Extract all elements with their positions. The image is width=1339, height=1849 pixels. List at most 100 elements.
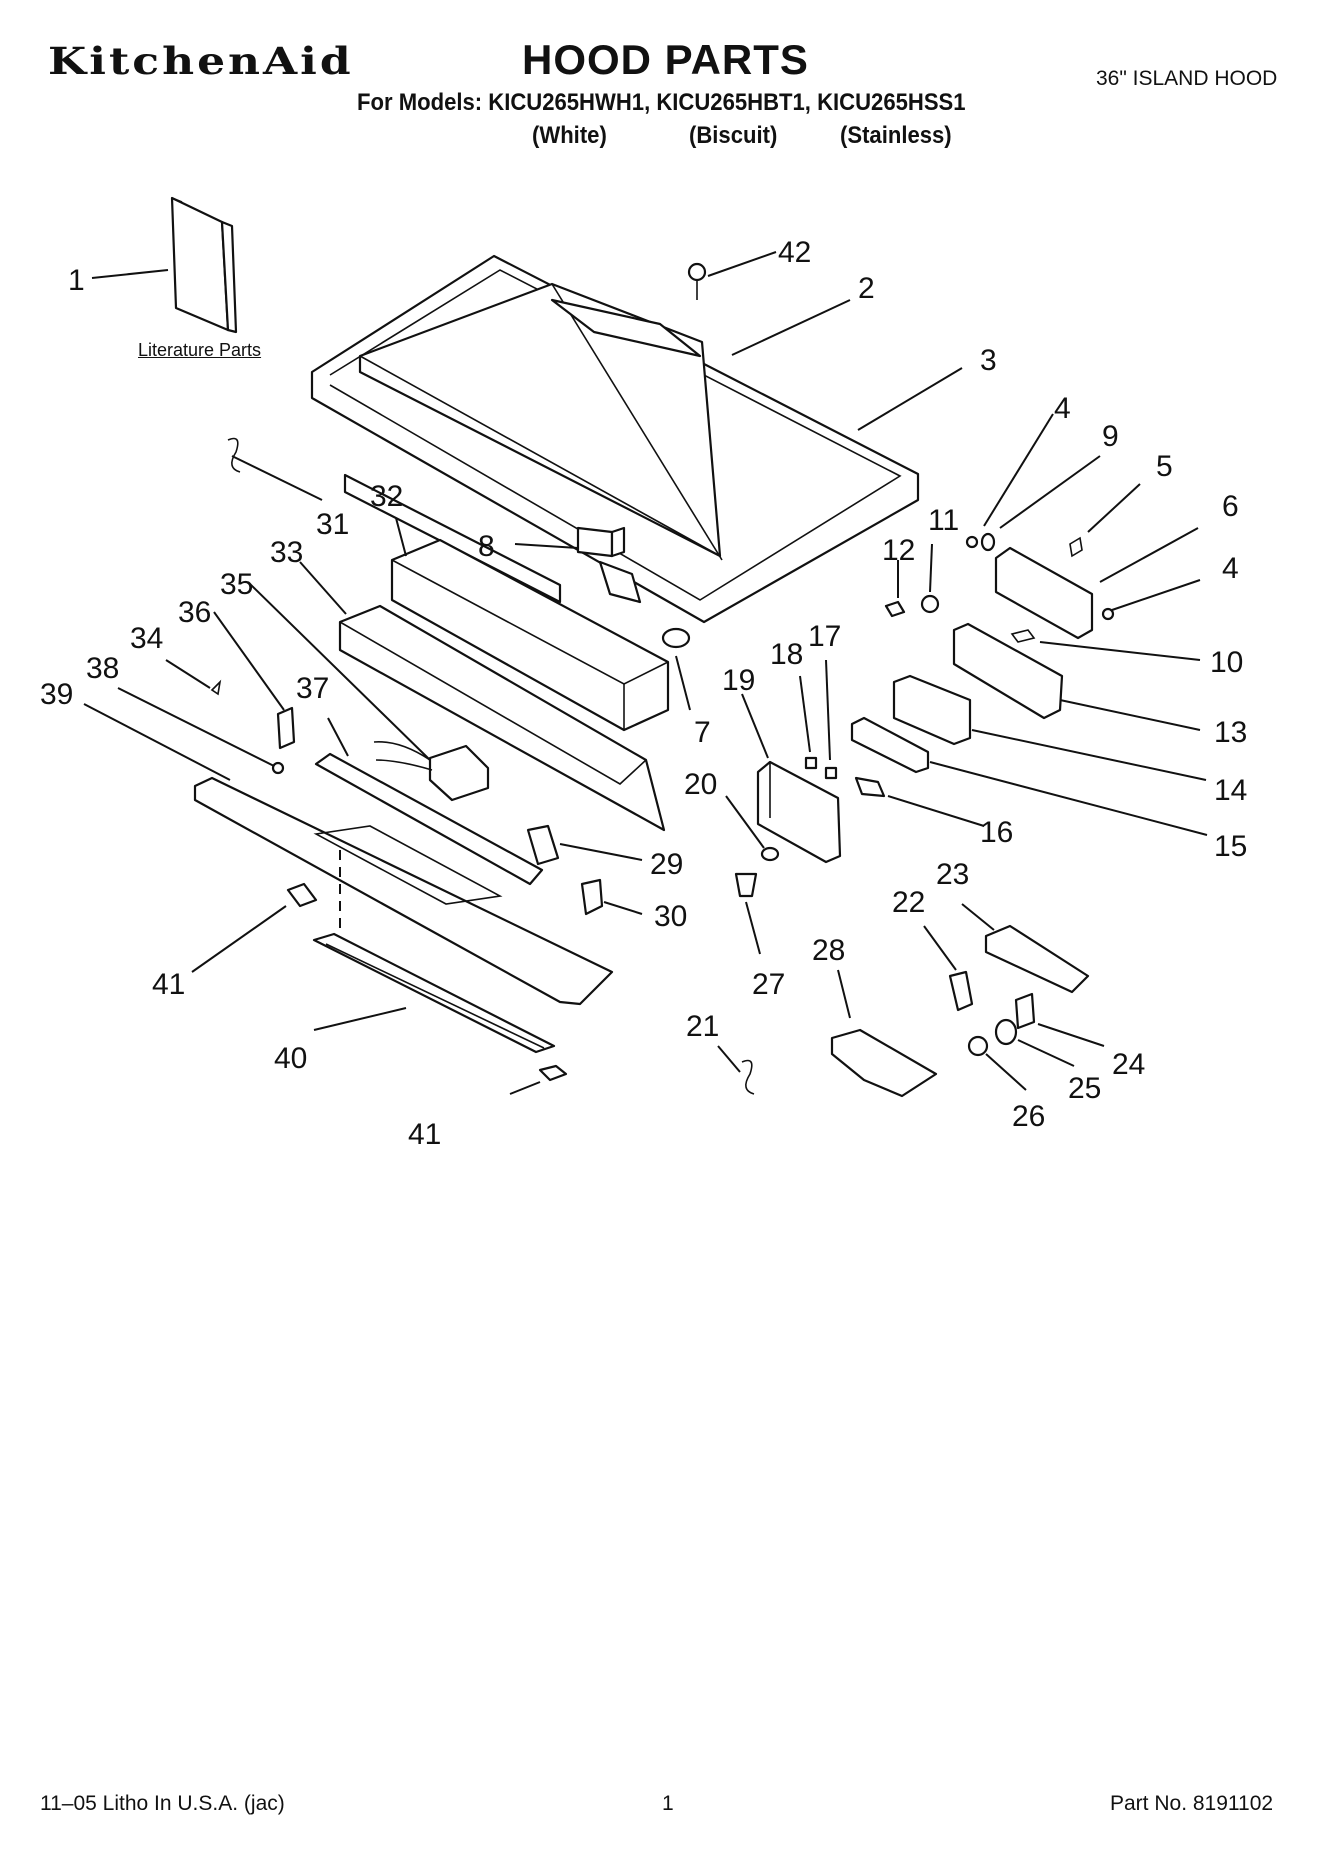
- switch-cap: [854, 776, 886, 798]
- callout-10: 10: [1210, 646, 1243, 679]
- switch-button-17: [824, 766, 838, 780]
- bracket-22: [948, 970, 974, 1012]
- callout-23: 23: [936, 858, 969, 891]
- wire-clip-lower: [741, 1059, 755, 1095]
- callout-16: 16: [980, 816, 1013, 849]
- switch-button-18: [804, 756, 818, 770]
- screw-4b: [1101, 607, 1115, 621]
- callout-13: 13: [1214, 716, 1247, 749]
- damper: [830, 1028, 938, 1098]
- control-box: [952, 622, 1064, 720]
- lamp-socket: [526, 824, 560, 866]
- mounting-block: [576, 526, 626, 558]
- callout-27: 27: [752, 968, 785, 1001]
- callout-18: 18: [770, 638, 803, 671]
- callout-numbers: 1 2 3 4 9 5 6 4 10 11 12 13 14 15 16 17 …: [40, 236, 1247, 1151]
- callout-1: 1: [68, 264, 85, 297]
- screw-small: [271, 761, 285, 775]
- models-line: For Models: KICU265HWH1, KICU265HBT1, KI…: [357, 89, 966, 116]
- switch-bracket: [850, 716, 930, 774]
- variant-white: (White): [532, 122, 607, 149]
- callout-41b: 41: [408, 1118, 441, 1151]
- panel-bracket-left: [286, 882, 318, 908]
- literature-booklet: [170, 196, 238, 334]
- screw-4a: [965, 535, 979, 549]
- junction-box: [994, 546, 1094, 640]
- callout-25: 25: [1068, 1072, 1101, 1105]
- callout-14: 14: [1214, 774, 1247, 807]
- callout-32: 32: [370, 480, 403, 513]
- ballast: [373, 741, 490, 802]
- light-lens: [312, 932, 556, 1054]
- callout-4b: 4: [1222, 552, 1239, 585]
- clip-10: [1010, 629, 1036, 643]
- callout-17: 17: [808, 620, 841, 653]
- knob-small: [760, 846, 780, 862]
- callout-15: 15: [1214, 830, 1247, 863]
- callout-26: 26: [1012, 1100, 1045, 1133]
- washer: [994, 1018, 1018, 1046]
- hood-type-label: 36" ISLAND HOOD: [1096, 67, 1278, 90]
- literature-parts-label: Literature Parts: [138, 340, 262, 360]
- variant-stainless: (Stainless): [840, 122, 952, 149]
- callout-22: 22: [892, 886, 925, 919]
- callout-34: 34: [130, 622, 163, 655]
- page-title: HOOD PARTS: [522, 36, 809, 83]
- callout-7: 7: [694, 716, 711, 749]
- callout-36: 36: [178, 596, 211, 629]
- leader-lines: [83, 251, 1208, 1095]
- callout-8: 8: [478, 530, 495, 563]
- control-knob: [734, 872, 758, 898]
- brand-logo: KitchenAid: [48, 40, 354, 84]
- callout-30: 30: [654, 900, 687, 933]
- control-housing: [756, 760, 842, 864]
- callout-42: 42: [778, 236, 811, 269]
- screw: [687, 262, 707, 300]
- light-cover-lower: [338, 604, 666, 832]
- callout-21: 21: [686, 1010, 719, 1043]
- cable-clamp: [980, 532, 996, 552]
- callout-37: 37: [296, 672, 329, 705]
- part-number: Part No. 8191102: [1110, 1792, 1274, 1815]
- callout-33: 33: [270, 536, 303, 569]
- callout-2: 2: [858, 272, 875, 305]
- callout-38: 38: [86, 652, 119, 685]
- callout-19: 19: [722, 664, 755, 697]
- light-cover-upper: [390, 538, 670, 732]
- callout-12: 12: [882, 534, 915, 567]
- callout-5: 5: [1156, 450, 1173, 483]
- hood-canopy: [310, 254, 920, 624]
- duct-transition: [984, 924, 1090, 994]
- page-number: 1: [662, 1792, 674, 1815]
- control-board: [892, 674, 972, 746]
- callout-28: 28: [812, 934, 845, 967]
- fluorescent-tube: [314, 752, 544, 886]
- litho-label: 11–05 Litho In U.S.A. (jac): [40, 1792, 285, 1815]
- bolt: [967, 1035, 989, 1057]
- lamp-holder-bracket: [276, 706, 296, 750]
- callout-40: 40: [274, 1042, 307, 1075]
- callout-6: 6: [1222, 490, 1239, 523]
- bracket-24: [1014, 992, 1036, 1030]
- wire-clip-upper: [227, 437, 241, 473]
- callout-11: 11: [928, 504, 959, 537]
- callout-35: 35: [220, 568, 253, 601]
- callout-31: 31: [316, 508, 349, 541]
- callout-24: 24: [1112, 1048, 1145, 1081]
- callout-3: 3: [980, 344, 997, 377]
- callout-20: 20: [684, 768, 717, 801]
- callout-41a: 41: [152, 968, 185, 1001]
- callout-9: 9: [1102, 420, 1119, 453]
- lamp-holder: [580, 878, 604, 916]
- panel-bracket-right: [538, 1064, 568, 1082]
- callout-4a: 4: [1054, 392, 1071, 425]
- exploded-parts-diagram: 1 2 3 4 9 5 6 4 10 11 12 13 14 15 16 17 …: [40, 196, 1247, 1151]
- callout-29: 29: [650, 848, 683, 881]
- plug: [884, 600, 906, 618]
- variant-biscuit: (Biscuit): [689, 122, 778, 149]
- light-panel: [193, 776, 614, 1006]
- clip-small: [210, 679, 222, 696]
- callout-39: 39: [40, 678, 73, 711]
- terminal: [1069, 536, 1083, 558]
- grommet: [920, 594, 940, 614]
